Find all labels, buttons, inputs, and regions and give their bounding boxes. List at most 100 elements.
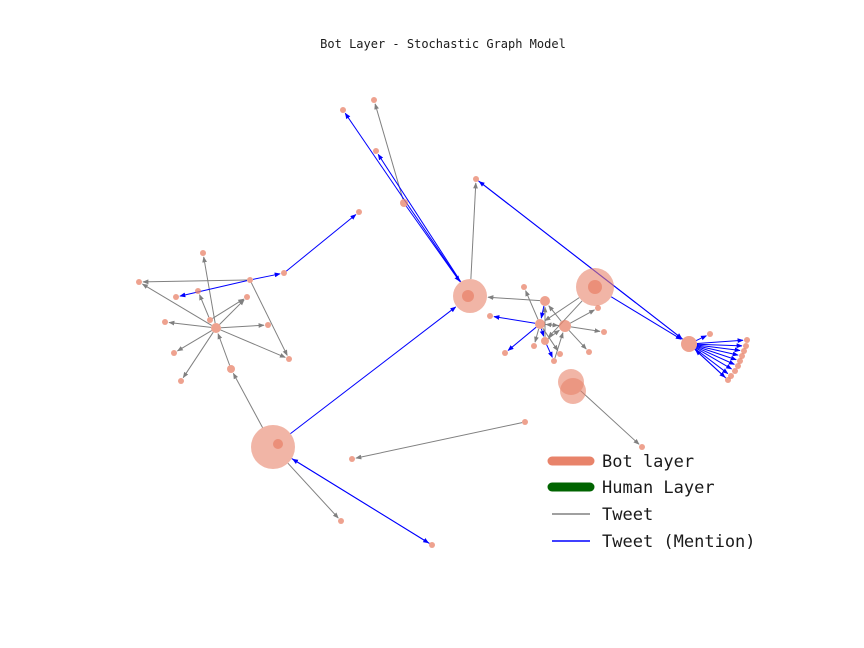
tweet-edge <box>220 323 265 329</box>
bot-node <box>247 277 253 283</box>
bot-node <box>340 107 346 113</box>
bot-node <box>557 351 563 357</box>
tweet-edge <box>544 297 580 322</box>
mention-edge <box>292 458 430 544</box>
bot-node <box>173 294 179 300</box>
bot-node <box>707 331 713 337</box>
tweet-edge <box>544 322 559 328</box>
mention-edge <box>405 205 460 282</box>
tweet-edge <box>534 328 540 343</box>
bot-node <box>227 365 235 373</box>
bot-node <box>178 378 184 384</box>
tweet-edge <box>570 326 601 333</box>
tweet-edge <box>568 330 587 350</box>
bot-node <box>560 378 586 404</box>
bot-node <box>744 337 750 343</box>
tweet-edge <box>220 329 286 358</box>
mention-edge <box>539 328 545 337</box>
mention-edge <box>546 344 553 358</box>
bot-node <box>725 377 731 383</box>
tweet-edge <box>554 332 564 359</box>
mention-edge <box>696 345 739 357</box>
mention-edge <box>252 272 281 280</box>
bot-node <box>281 270 287 276</box>
tweet-edge <box>182 331 214 379</box>
tweet-edge <box>142 279 248 285</box>
bot-node <box>400 199 408 207</box>
bot-node <box>265 322 271 328</box>
bot-node <box>200 250 206 256</box>
bot-node <box>371 97 377 103</box>
tweet-edge <box>542 327 559 352</box>
bot-node <box>681 336 697 352</box>
chart-title: Bot Layer - Stochastic Graph Model <box>320 37 566 51</box>
tweet-edge <box>250 282 288 356</box>
tweet-edge <box>232 372 264 428</box>
bot-node <box>273 439 283 449</box>
bot-node <box>207 317 213 323</box>
bot-node <box>136 279 142 285</box>
mention-edge <box>695 347 733 370</box>
mention-edge <box>179 280 248 298</box>
bot-node <box>739 353 745 359</box>
bot-node <box>737 358 743 364</box>
mention-edge <box>696 338 744 344</box>
mention-edge <box>377 153 462 283</box>
legend-label: Human Layer <box>602 478 715 498</box>
bot-node <box>462 290 474 302</box>
tweet-edge <box>141 283 212 326</box>
bot-node <box>251 425 295 469</box>
tweet-edge <box>355 422 523 460</box>
bot-node <box>559 320 571 332</box>
bot-node <box>540 296 550 306</box>
tweet-edge <box>202 256 216 324</box>
mention-edge <box>696 343 743 349</box>
bot-node <box>429 542 435 548</box>
bot-node <box>211 323 221 333</box>
mention-edge <box>696 344 741 353</box>
tweet-edge <box>487 295 541 302</box>
tweet-edge <box>570 309 596 324</box>
mention-edge <box>286 214 357 272</box>
edge-layer <box>141 103 744 544</box>
bot-node <box>743 343 749 349</box>
mention-edge <box>507 326 537 351</box>
mention-edge <box>695 348 729 374</box>
bot-node <box>338 518 344 524</box>
bot-node <box>473 176 479 182</box>
tweet-edge <box>287 462 339 519</box>
tweet-edge <box>212 298 245 319</box>
tweet-edge <box>580 390 640 445</box>
mention-edge <box>696 335 707 342</box>
bot-node <box>349 456 355 462</box>
bot-node <box>171 350 177 356</box>
mention-edge <box>290 306 457 435</box>
bot-node <box>373 148 379 154</box>
node-layer <box>136 97 750 548</box>
tweet-edge <box>168 320 212 328</box>
bot-node <box>551 358 557 364</box>
legend-label: Tweet <box>602 505 653 525</box>
mention-edge <box>478 180 683 339</box>
tweet-edge <box>525 290 539 320</box>
tweet-edge <box>547 329 560 340</box>
mention-edge <box>695 349 727 379</box>
bot-node <box>356 209 362 215</box>
bot-node <box>586 349 592 355</box>
tweet-edge <box>176 330 212 352</box>
legend: Bot layer Human Layer Tweet Tweet (Menti… <box>547 452 756 552</box>
bot-node <box>601 329 607 335</box>
legend-label: Bot layer <box>602 452 694 472</box>
mention-edge <box>493 315 536 324</box>
bot-node <box>244 294 250 300</box>
bot-node <box>735 363 741 369</box>
bot-node <box>741 348 747 354</box>
tweet-edge <box>199 294 210 318</box>
bot-node <box>541 337 549 345</box>
legend-item-human-layer: Human Layer <box>547 478 715 498</box>
bot-node <box>531 343 537 349</box>
tweet-edge <box>374 103 404 200</box>
bot-node <box>286 356 292 362</box>
bot-node <box>521 284 527 290</box>
